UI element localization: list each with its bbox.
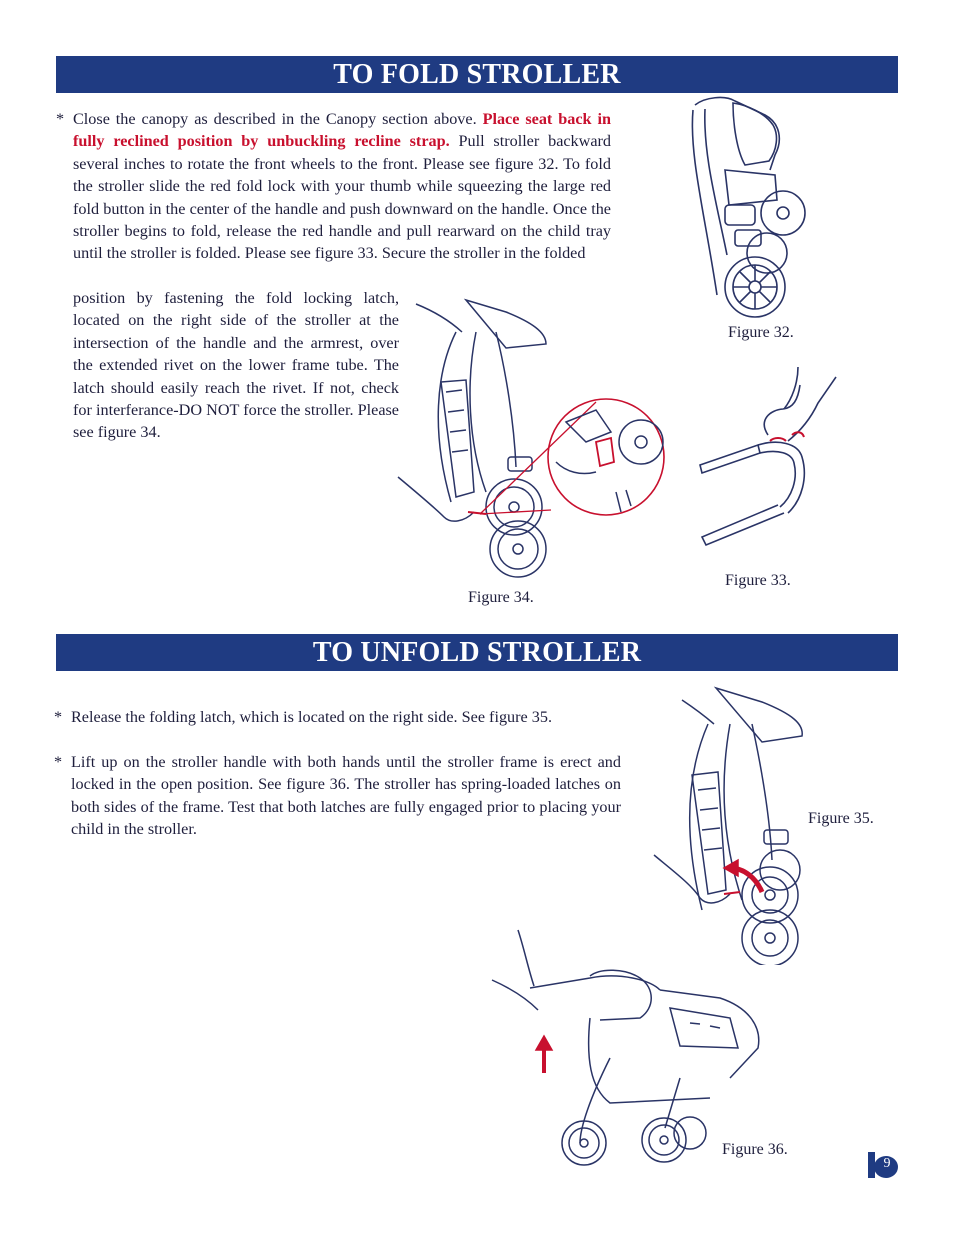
figure-35-illustration: [652, 680, 812, 965]
figure-36-illustration: [490, 928, 770, 1173]
bullet-marker: *: [56, 110, 65, 128]
unfold-section-title: TO UNFOLD STROLLER: [56, 634, 898, 671]
figure-32-caption: Figure 32.: [728, 324, 794, 341]
unfold-step-1-text: Release the folding latch, which is loca…: [71, 708, 552, 726]
unfold-step-2: * Lift up on the stroller handle with bo…: [54, 751, 621, 841]
fold-text-part-a: Close the canopy as described in the Can…: [73, 110, 483, 128]
unfold-step-1: * Release the folding latch, which is lo…: [54, 706, 621, 728]
page-number: 9: [883, 1156, 891, 1171]
figure-34-caption: Figure 34.: [468, 589, 534, 606]
figure-33-illustration: [698, 365, 838, 550]
unfold-step-2-text: Lift up on the stroller handle with both…: [71, 753, 621, 839]
figure-32-illustration: [685, 95, 815, 320]
fold-instructions-continued: position by fastening the fold locking l…: [73, 289, 399, 442]
figure-33-caption: Figure 33.: [725, 572, 791, 589]
figure-34-illustration: [396, 292, 668, 582]
fold-section-title: TO FOLD STROLLER: [56, 56, 898, 93]
fold-warning-text: Place seat back in fully reclined positi…: [73, 110, 611, 151]
bullet-marker: *: [54, 708, 63, 726]
bullet-marker: *: [54, 753, 63, 771]
fold-instructions: * Close the canopy as described in the C…: [56, 108, 612, 265]
figure-36-caption: Figure 36.: [722, 1141, 788, 1158]
figure-35-caption: Figure 35.: [808, 810, 874, 827]
brand-b-logo-icon: [868, 1152, 898, 1178]
fold-text-part-b: Pull stroller backward several inches to…: [73, 132, 612, 263]
